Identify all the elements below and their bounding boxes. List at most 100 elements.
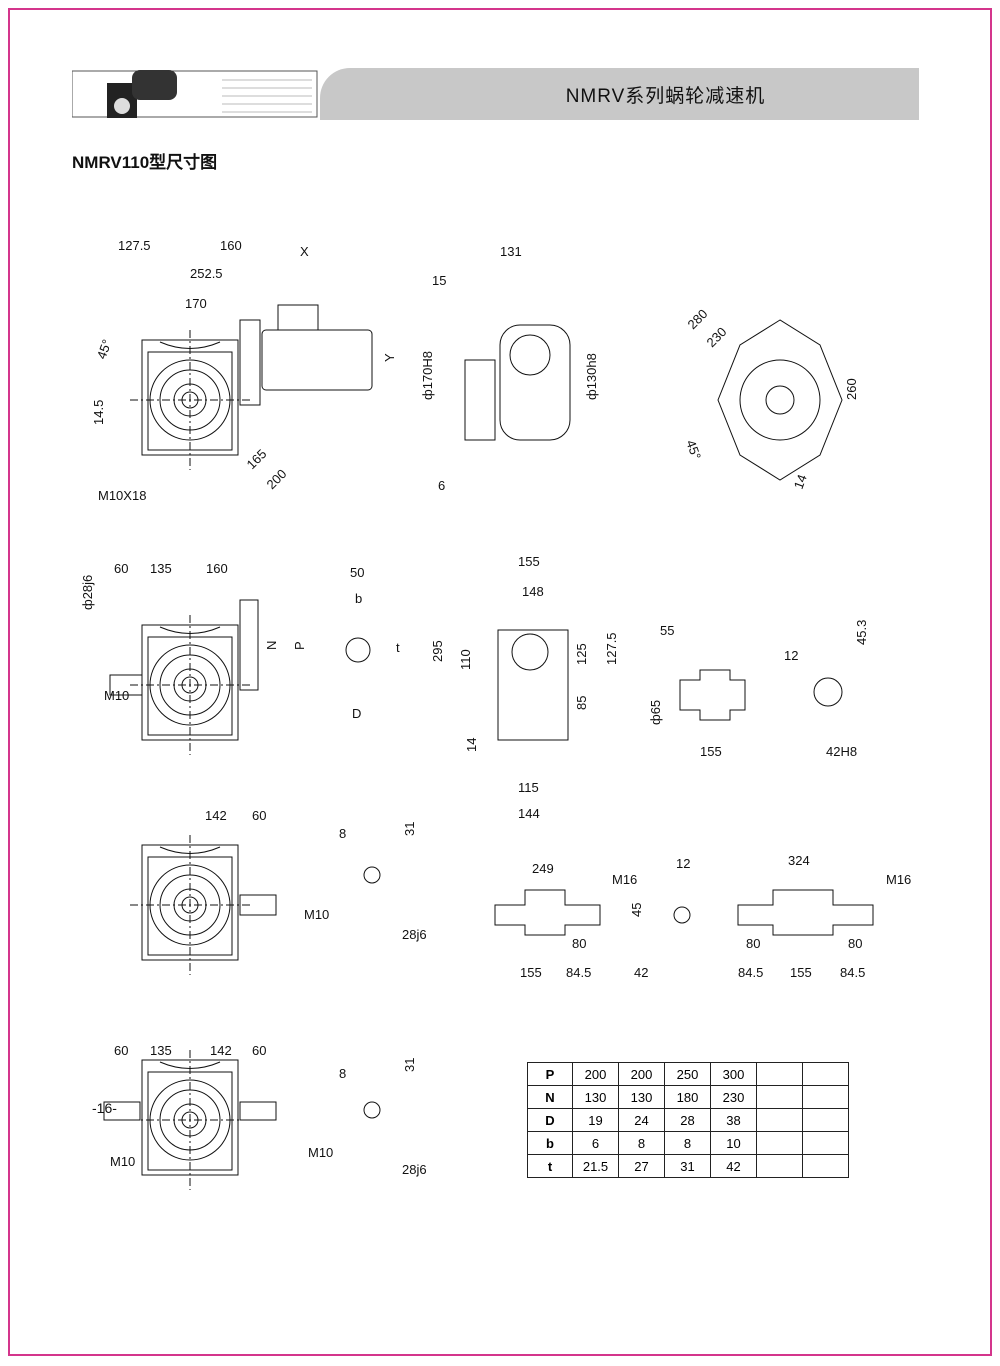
dimension-label: 80 <box>572 936 586 951</box>
table-cell: 6 <box>572 1131 619 1155</box>
dimension-label: 84.5 <box>840 965 865 980</box>
table-cell: 8 <box>664 1131 711 1155</box>
dimension-label: D <box>352 706 361 721</box>
dimension-label: 14 <box>464 738 479 752</box>
dimension-label: 127.5 <box>118 238 151 253</box>
dimension-label: 160 <box>220 238 242 253</box>
dimension-label: 31 <box>402 1058 417 1072</box>
table-cell: 200 <box>572 1062 619 1086</box>
table-cell: 31 <box>664 1154 711 1178</box>
dimension-label: M10 <box>308 1145 333 1160</box>
table-cell: 130 <box>572 1085 619 1109</box>
gearbox-front-view <box>130 330 250 470</box>
table-cell: 38 <box>710 1108 757 1132</box>
table-cell: 28 <box>664 1108 711 1132</box>
dimension-label: N <box>264 641 279 650</box>
table-cell: 300 <box>710 1062 757 1086</box>
out-key-section <box>363 866 381 884</box>
terminal-box <box>277 304 319 331</box>
table-cell <box>802 1154 849 1178</box>
dimension-label: 60 <box>252 808 266 823</box>
table-cell: 42 <box>710 1154 757 1178</box>
dimension-label: 15 <box>432 273 446 288</box>
dimension-label: 45.3 <box>854 620 869 645</box>
dimension-label: 135 <box>150 1043 172 1058</box>
dimension-label: 55 <box>660 623 674 638</box>
dimension-label: 155 <box>790 965 812 980</box>
table-cell: 8 <box>618 1131 665 1155</box>
dimension-label: 260 <box>844 378 859 400</box>
banner-bar <box>320 68 919 120</box>
page-number: -16- <box>92 1100 117 1116</box>
dimension-label: 60 <box>114 561 128 576</box>
dimension-label: 155 <box>518 554 540 569</box>
dimension-label: X <box>300 244 309 259</box>
table-cell: 10 <box>710 1131 757 1155</box>
dimension-label: ф170H8 <box>420 351 435 400</box>
dimension-label: 155 <box>700 744 722 759</box>
dimension-label: b <box>355 591 362 606</box>
dimension-label: ф65 <box>648 700 663 725</box>
table-cell <box>802 1085 849 1109</box>
table-cell <box>756 1154 803 1178</box>
dimension-label: 295 <box>430 640 445 662</box>
table-cell: 180 <box>664 1085 711 1109</box>
side-flange <box>464 359 496 441</box>
table-cell <box>756 1085 803 1109</box>
header-banner: NMRV系列蜗轮减速机 <box>72 68 919 120</box>
table-cell <box>802 1131 849 1155</box>
table-cell <box>756 1062 803 1086</box>
table-cell: 24 <box>618 1108 665 1132</box>
page-border <box>8 8 992 1356</box>
table-cell: 200 <box>618 1062 665 1086</box>
dimension-label: 14.5 <box>91 400 106 425</box>
dimension-label: 135 <box>150 561 172 576</box>
table-cell <box>802 1108 849 1132</box>
table-cell: 250 <box>664 1062 711 1086</box>
dimension-label: 12 <box>676 856 690 871</box>
dimension-label: 50 <box>350 565 364 580</box>
dimension-label: 110 <box>458 649 473 670</box>
dimension-label: 127.5 <box>604 632 619 665</box>
motor-body <box>261 329 373 391</box>
table-cell <box>756 1108 803 1132</box>
hollow-shaft-top <box>679 669 746 721</box>
table-cell <box>756 1131 803 1155</box>
table-cell <box>802 1062 849 1086</box>
dimension-label: ф28j6 <box>80 575 95 610</box>
dimension-label: 60 <box>252 1043 266 1058</box>
dimension-label: t <box>396 640 400 655</box>
hollow-bore <box>813 677 843 707</box>
dimension-label: 8 <box>339 1066 346 1081</box>
table-cell: 19 <box>572 1108 619 1132</box>
dimension-label: 165 <box>244 446 270 472</box>
row-label: b <box>527 1131 573 1155</box>
dimension-label: 160 <box>206 561 228 576</box>
table-cell: 130 <box>618 1085 665 1109</box>
motor-flange <box>239 319 261 406</box>
row-label: t <box>527 1154 573 1178</box>
dimension-label: 12 <box>784 648 798 663</box>
gear-motor-photo-icon <box>72 70 318 118</box>
dimension-label: 142 <box>205 808 227 823</box>
out-key-section-3 <box>363 1101 381 1119</box>
dimension-label: 84.5 <box>738 965 763 980</box>
page-subtitle: NMRV110型尺寸图 <box>72 153 218 172</box>
dimension-label: 42H8 <box>826 744 857 759</box>
dimension-label: P <box>292 641 307 650</box>
dimension-label: 252.5 <box>190 266 223 281</box>
row-label: P <box>527 1062 573 1086</box>
dimension-label: 170 <box>185 296 207 311</box>
input-shaft-view <box>130 615 250 755</box>
dimension-label: ф130h8 <box>584 353 599 400</box>
dimension-label: 324 <box>788 853 810 868</box>
dimension-label: Y <box>382 353 397 362</box>
dimension-label: 125 <box>574 643 589 665</box>
dimension-label: M16 <box>886 872 911 887</box>
dimension-label: 249 <box>532 861 554 876</box>
